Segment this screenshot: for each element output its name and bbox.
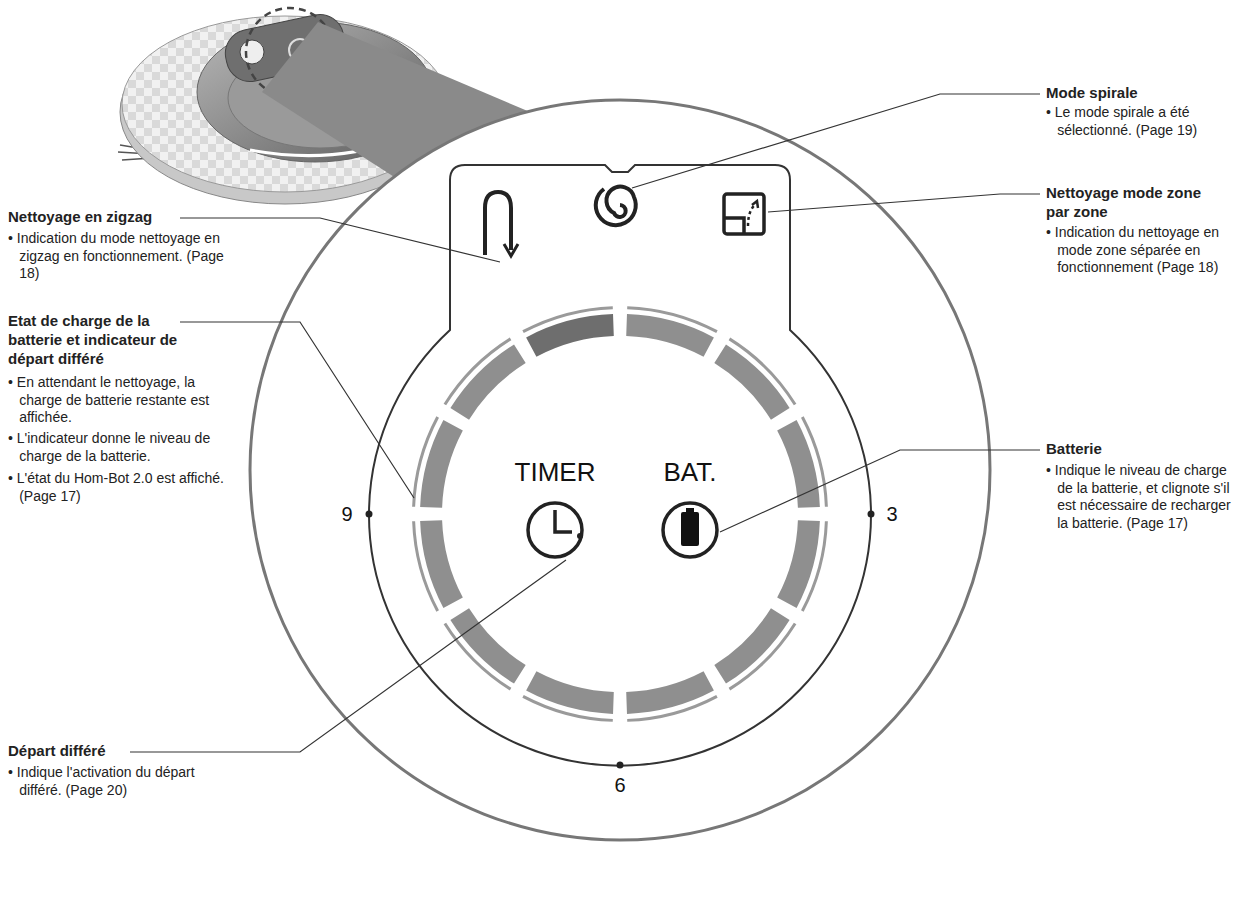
callout-title: Nettoyage mode zone par zone [1046, 184, 1226, 222]
ring-segment [526, 314, 614, 357]
display-panel [369, 165, 871, 766]
ring-outline [627, 306, 717, 333]
callout-note: • L'état du Hom-Bot 2.0 est affiché. (Pa… [8, 470, 224, 505]
dial-dot [868, 511, 875, 518]
callout-note: • Indication du mode nettoyage en zigzag… [8, 230, 224, 283]
ring-segment [777, 520, 820, 608]
dial-dot [366, 511, 373, 518]
charge-ring [412, 306, 828, 722]
callout-note: • Indication du nettoyage en mode zone s… [1046, 224, 1234, 277]
callout-title: Nettoyage en zigzag [8, 208, 238, 227]
ring-segment [777, 420, 820, 508]
ring-outline [412, 521, 439, 611]
dial-dot [617, 762, 624, 769]
dial-number: 6 [608, 773, 632, 798]
callout-title: Départ différé [8, 742, 238, 761]
callout-note: • L'indicateur donne le niveau de charge… [8, 430, 224, 465]
ring-outline [522, 306, 612, 333]
leader-lines [130, 94, 1040, 752]
dial-number: 3 [880, 502, 904, 527]
ring-segment [420, 520, 463, 608]
ring-outline [801, 521, 828, 611]
callout-title: Batterie [1046, 440, 1226, 459]
ring-outline [444, 623, 512, 691]
callout-note: • En attendant le nettoyage, la charge d… [8, 374, 224, 427]
display-label: TIMER [505, 456, 605, 489]
magnified-display [250, 100, 990, 840]
callout-title: Etat de charge de la batterie et indicat… [8, 312, 208, 368]
ring-segment [420, 420, 463, 508]
callout-note: • Indique le niveau de charge de la batt… [1046, 462, 1234, 532]
battery-icon [663, 503, 717, 557]
dial-number: 9 [335, 502, 359, 527]
ring-segment [526, 671, 614, 714]
callout-title: Mode spirale [1046, 84, 1226, 103]
callout-note: • Indique l'activation du départ différé… [8, 764, 239, 799]
ring-outline [627, 695, 717, 722]
ring-outline [444, 338, 512, 406]
ring-outline [412, 416, 439, 506]
ring-segment [626, 671, 714, 714]
spiral-icon [596, 187, 636, 226]
timer-icon [528, 503, 583, 557]
ring-outline [729, 338, 797, 406]
callout-note: • Le mode spirale a été sélectionné. (Pa… [1046, 104, 1234, 139]
ring-segment [626, 314, 714, 357]
display-label: BAT. [640, 456, 740, 489]
zigzag-icon [485, 192, 518, 256]
zone-icon [724, 194, 764, 234]
ring-outline [522, 695, 612, 722]
ring-outline [729, 623, 797, 691]
